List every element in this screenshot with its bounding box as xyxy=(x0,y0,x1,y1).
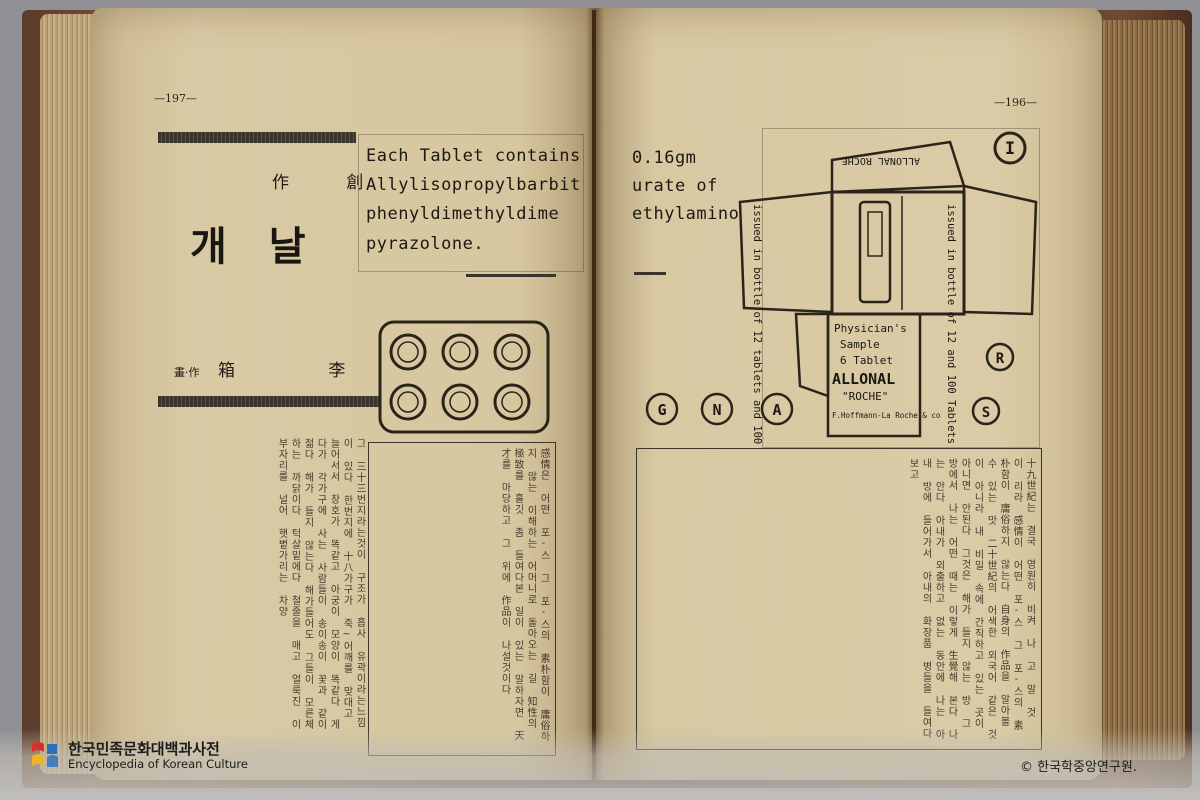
body-text-columns: 그 三十三번지라는것이 구조가 흡사 유곽이라는느낌이 있다 한번지에 十八가구… xyxy=(276,438,365,730)
tablet-pill xyxy=(389,383,427,421)
tablet-pill xyxy=(389,333,427,371)
left-page-number: —197— xyxy=(154,92,197,105)
title-top-rule xyxy=(158,132,356,143)
allonal-package-drawing: ALLONAL ROCHE issued in bottle of 12 tab… xyxy=(738,140,1038,444)
svg-text:A: A xyxy=(772,401,781,419)
label-tablet-count: 6 Tablet xyxy=(840,354,893,367)
byline-role: 畫·作 xyxy=(174,366,200,379)
circle-letter-g: G xyxy=(645,392,679,426)
circled-letters: I R S G N A xyxy=(645,131,1027,426)
author-name: 箱 李 xyxy=(218,361,390,381)
handwritten-line-3: phenyldimethyldime xyxy=(366,204,560,224)
blister-pack-outline xyxy=(378,320,550,434)
tablet-pill-inner xyxy=(501,341,523,363)
circle-letter-n: N xyxy=(700,392,734,426)
dosage-rule xyxy=(634,272,666,275)
logo-korean-text: 한국민족문화대백과사전 xyxy=(68,740,220,758)
dosage-line-3: ethylamino xyxy=(632,204,740,224)
handwriting-rule xyxy=(466,274,556,277)
story-title: 개 날 xyxy=(190,223,320,270)
title-hanja: 作 創 xyxy=(272,173,390,193)
dosage-line-2: urate of xyxy=(632,176,718,196)
label-manufacturer: F.Hoffmann-La Roche & co xyxy=(832,411,941,420)
pill-grid xyxy=(389,333,531,421)
tablet-pill xyxy=(493,383,531,421)
label-sample: Sample xyxy=(840,338,880,351)
svg-text:S: S xyxy=(982,405,990,421)
tablet-pill-inner xyxy=(397,341,419,363)
right-body-text: 十九世紀는 결국 영원히 비켜 나 고 말 것 이 리라 感情이 어떤 포-스 … xyxy=(907,458,1035,740)
left-side-text: issued in bottle of 12 tablets and 100 T… xyxy=(751,204,763,444)
blister-pack-drawing xyxy=(378,320,550,434)
handwritten-line-1: Each Tablet contains xyxy=(366,146,581,166)
svg-text:G: G xyxy=(657,401,666,419)
inset-box-text: 感情은 어떤 포-스 그 포-스의 素朴함이 庸俗하지 않는 이해하는 어머니로… xyxy=(499,448,549,742)
tablet-pill-inner xyxy=(397,391,419,413)
svg-text:N: N xyxy=(712,401,721,419)
label-frame xyxy=(762,128,1040,448)
encyclopedia-logo-icon xyxy=(32,742,58,767)
tablet-pill-inner xyxy=(501,391,523,413)
right-page-edges xyxy=(1100,20,1185,760)
copyright-notice: © 한국학중앙연구원. xyxy=(1020,760,1137,775)
left-page-edges xyxy=(40,14,100,774)
tablet-pill xyxy=(493,333,531,371)
right-page: —196— 0.16gm urate of ethylamino ALLONAL… xyxy=(596,8,1102,780)
circle-letter-a: A xyxy=(760,392,794,426)
circle-letter-r: R xyxy=(985,342,1015,372)
svg-text:R: R xyxy=(996,351,1005,367)
book-gutter xyxy=(586,8,604,780)
title-bottom-rule xyxy=(158,396,380,407)
handwritten-line-4: pyrazolone. xyxy=(366,234,485,254)
left-page: —197— 作 創 개 날 畫·作 箱 李 Each Tablet contai… xyxy=(92,8,592,780)
label-roche: "ROCHE" xyxy=(842,390,888,403)
tablet-pill xyxy=(441,383,479,421)
label-allonal: ALLONAL xyxy=(832,370,895,388)
tablet-pill xyxy=(441,333,479,371)
logo-english-text: Encyclopedia of Korean Culture xyxy=(68,757,248,771)
circle-letter-i: I xyxy=(993,131,1027,165)
top-flap-text: ALLONAL ROCHE xyxy=(842,155,920,166)
right-page-number: —196— xyxy=(994,96,1037,109)
handwritten-line-2: Allylisopropylbarbit xyxy=(366,175,581,195)
circle-letter-s: S xyxy=(971,396,1001,426)
svg-text:I: I xyxy=(1005,139,1015,159)
dosage-line-1: 0.16gm xyxy=(632,148,697,168)
right-side-text: issued in bottle of 12 and 100 Tablets xyxy=(945,204,957,444)
label-physicians: Physician's xyxy=(834,322,907,335)
caption-bar xyxy=(0,728,1200,800)
handwriting-frame xyxy=(358,134,584,272)
tablet-pill-inner xyxy=(449,391,471,413)
tablet-pill-inner xyxy=(449,341,471,363)
